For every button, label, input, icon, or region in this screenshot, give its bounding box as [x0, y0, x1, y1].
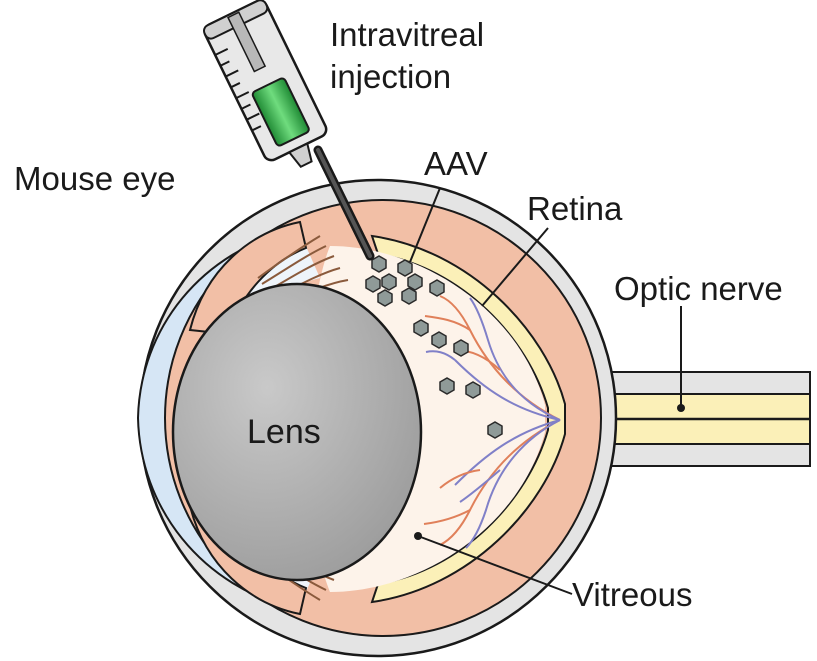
label-retina: Retina — [527, 190, 623, 227]
label-injection-line1: Intravitreal — [330, 16, 484, 53]
label-vitreous: Vitreous — [572, 576, 692, 613]
aav-particle — [430, 280, 444, 296]
aav-particle — [466, 382, 480, 398]
aav-particle — [398, 260, 412, 276]
aav-particle — [372, 256, 386, 272]
label-injection-line2: injection — [330, 58, 451, 95]
aav-particle — [414, 320, 428, 336]
aav-particle — [366, 276, 380, 292]
label-mouse-eye: Mouse eye — [14, 160, 175, 197]
aav-particle — [408, 274, 422, 290]
aav-particle — [440, 378, 454, 394]
aav-particle — [432, 332, 446, 348]
aav-particle — [402, 288, 416, 304]
aav-particle — [382, 274, 396, 290]
aav-particle — [454, 340, 468, 356]
label-optic-nerve: Optic nerve — [614, 270, 783, 307]
label-aav: AAV — [424, 145, 488, 182]
aav-particle — [488, 422, 502, 438]
aav-particle — [378, 290, 392, 306]
label-lens: Lens — [247, 413, 321, 451]
